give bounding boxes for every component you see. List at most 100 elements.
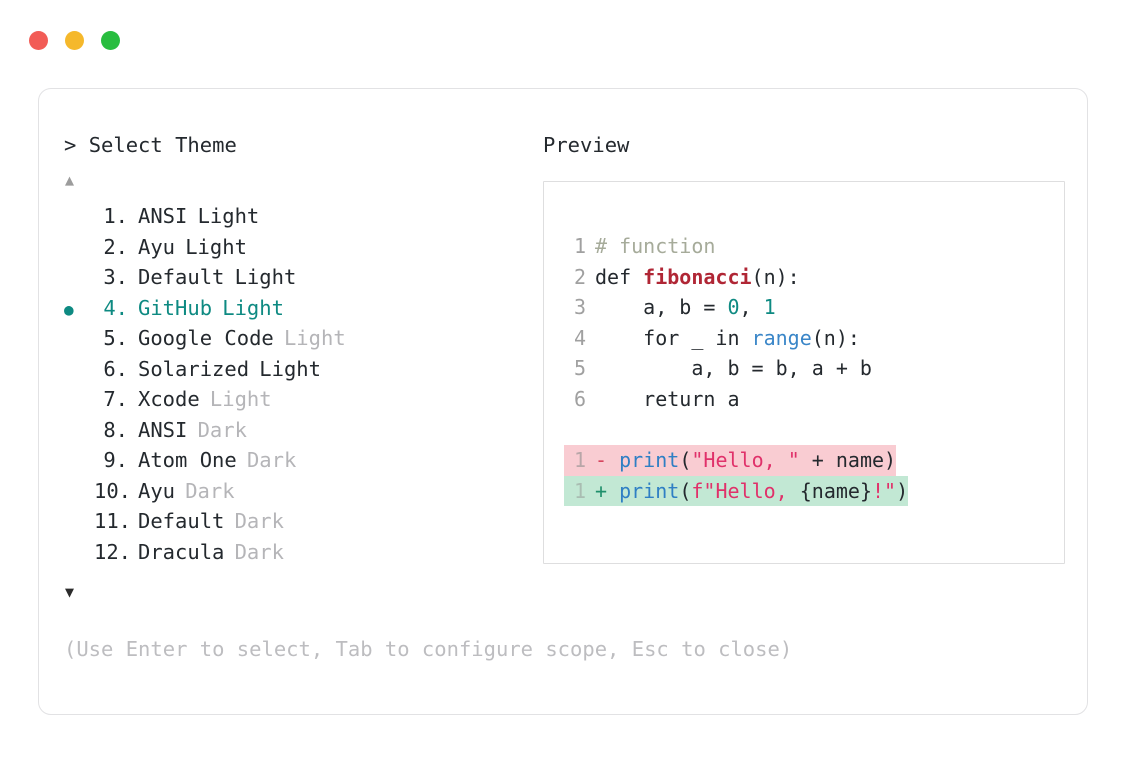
theme-item-variant: Light (197, 204, 260, 228)
bullet-placeholder: ● (64, 386, 94, 417)
code-token-plain: ) (896, 478, 909, 503)
code-token-num: 0 (727, 295, 740, 320)
code-line-content: for _ in range(n): (595, 323, 860, 354)
diff-line-content: print(f"Hello, {name}!") (619, 476, 908, 507)
theme-list-item[interactable]: ● 7. Xcode Light (64, 384, 524, 415)
theme-item-variant: Light (234, 265, 297, 289)
code-token-plain: {name} (799, 478, 872, 503)
code-line-content: a, b = 0, 1 (595, 292, 775, 323)
theme-item-name: Dracula (138, 539, 225, 564)
code-line-content: return a (595, 384, 739, 415)
theme-item-name: Google Code (138, 326, 274, 350)
diff-line-content: print("Hello, " + name) (619, 445, 896, 476)
code-line: 6 return a (564, 384, 908, 415)
code-token-plain: (n): (811, 325, 860, 350)
theme-item-name: Ayu (138, 478, 176, 503)
code-line: 3 a, b = 0, 1 (564, 292, 908, 323)
theme-item-name: Default (138, 265, 225, 289)
theme-item-index: 2. (103, 234, 128, 259)
theme-item-variant: Light (185, 234, 247, 259)
code-token-builtin: range (751, 325, 812, 350)
theme-item-variant: Dark (185, 478, 235, 503)
theme-item-name: ANSI (138, 204, 188, 228)
line-number: 1 (573, 234, 586, 258)
diff-minus-sign: - (595, 448, 620, 473)
line-number: 1 (573, 478, 586, 503)
keyboard-hint: (Use Enter to select, Tab to configure s… (64, 637, 793, 661)
theme-item-index: 9. (103, 448, 128, 472)
theme-item-name: Xcode (138, 387, 200, 411)
theme-list-item[interactable]: ●10.Ayu Dark (64, 476, 524, 507)
bullet-placeholder: ● (64, 539, 94, 570)
window-traffic-lights (29, 31, 120, 50)
theme-item-variant: Dark (246, 448, 297, 472)
theme-picker-card: > Select Theme ▲ ●1.ANSILight●2.AyuLight… (38, 88, 1088, 715)
theme-list-item[interactable]: ● 2. Ayu Light (64, 232, 524, 263)
preview-title: Preview (543, 133, 630, 157)
theme-item-index: 1. (103, 204, 128, 228)
diff-line-removed: 1- print("Hello, " + name) (564, 445, 897, 476)
theme-item-variant: Light (259, 356, 321, 381)
theme-item-index: 11. (94, 509, 132, 533)
line-number: 6 (573, 386, 586, 411)
theme-item-variant: Dark (234, 539, 284, 564)
theme-item-name: GitHub (138, 295, 213, 320)
theme-list-item[interactable]: ● 9. Atom One Dark (64, 445, 524, 476)
scroll-up-arrow-icon[interactable]: ▲ (65, 171, 75, 189)
code-token-comment: # function (595, 234, 716, 258)
code-line-content: a, b = b, a + b (595, 353, 872, 384)
close-window-button[interactable] (29, 31, 48, 50)
diff-line-added: 1 + print(f"Hello, {name}!") (564, 475, 909, 507)
theme-item-variant: Dark (234, 509, 284, 533)
code-line: 5 a, b = b, a + b (564, 353, 908, 384)
diff-plus-sign: + (595, 478, 620, 503)
theme-item-index: 6. (103, 356, 128, 381)
line-number: 3 (573, 295, 586, 320)
theme-item-index: 10. (94, 478, 132, 503)
scroll-down-arrow-icon[interactable]: ▼ (65, 583, 75, 601)
theme-item-index: 7. (103, 387, 128, 411)
code-token-plain: for _ in (595, 325, 752, 350)
bullet-placeholder: ● (64, 234, 94, 265)
code-token-str: !" (871, 478, 897, 503)
line-number: 1 (573, 448, 586, 473)
bullet-placeholder: ● (64, 264, 94, 295)
code-token-func: fibonacci (643, 264, 752, 289)
theme-item-variant: Light (209, 387, 272, 411)
theme-item-name: Atom One (138, 448, 237, 472)
code-token-str: f"Hello, (691, 478, 800, 503)
theme-item-variant: Dark (197, 417, 247, 442)
line-number: 4 (573, 325, 586, 350)
code-token-plain: ( (679, 478, 692, 503)
code-line-content: # function (595, 231, 715, 262)
picker-columns: > Select Theme ▲ ●1.ANSILight●2.AyuLight… (39, 89, 1087, 714)
maximize-window-button[interactable] (101, 31, 120, 50)
code-token-plain: + name) (799, 448, 897, 473)
bullet-placeholder: ● (64, 478, 94, 509)
bullet-placeholder: ● (64, 508, 94, 539)
theme-item-name: ANSI (138, 417, 188, 442)
bullet-placeholder: ● (64, 447, 94, 478)
code-token-plain: a, b = (595, 295, 728, 320)
theme-item-name: Ayu (138, 234, 176, 259)
line-number: 2 (573, 264, 586, 289)
code-token-call: print (619, 448, 680, 473)
code-line: 1 # function (564, 231, 908, 262)
code-token-str: "Hello, " (691, 448, 800, 473)
prompt-title-text: Select Theme (88, 133, 237, 157)
minimize-window-button[interactable] (65, 31, 84, 50)
code-line: 4 for _ in range(n): (564, 323, 908, 354)
theme-item-name: Solarized (138, 356, 250, 381)
